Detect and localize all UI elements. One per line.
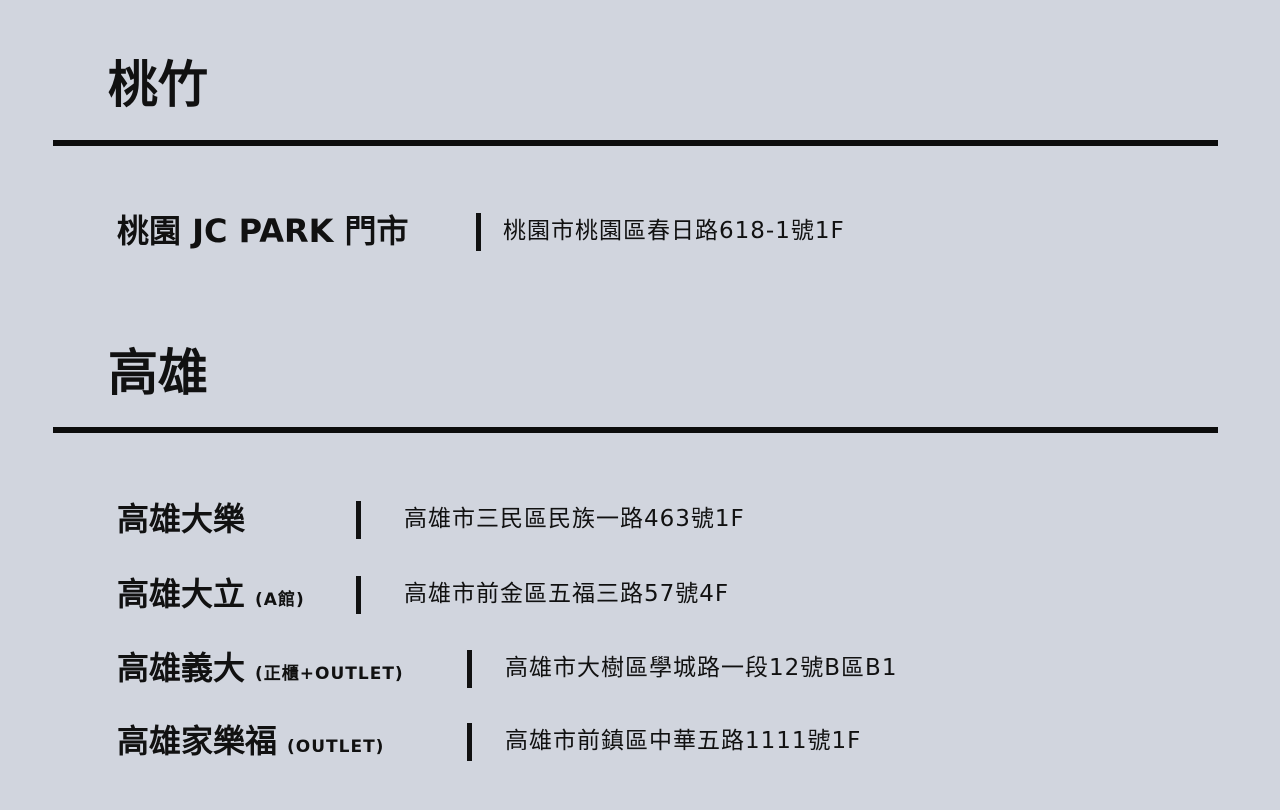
store-address: 桃園市桃園區春日路618-1號1F [503, 218, 845, 244]
separator [476, 213, 481, 251]
region-title-kaohsiung: 高雄 [108, 344, 208, 402]
store-note: (A館) [255, 590, 305, 610]
store-address: 高雄市大樹區學城路一段12號B區B1 [505, 655, 898, 681]
store-row: 高雄大立 (A館) 高雄市前金區五福三路57號4F [0, 572, 1280, 616]
store-name: 高雄大樂 [117, 500, 246, 538]
store-name: 高雄義大 [117, 649, 246, 687]
store-row: 高雄義大 (正櫃+OUTLET) 高雄市大樹區學城路一段12號B區B1 [0, 646, 1280, 690]
region-title-taozhu: 桃竹 [108, 56, 208, 114]
store-address: 高雄市三民區民族一路463號1F [404, 506, 745, 532]
separator [356, 501, 361, 539]
store-note: (OUTLET) [287, 737, 385, 757]
divider [53, 140, 1218, 146]
store-address: 高雄市前金區五福三路57號4F [404, 581, 730, 607]
separator [467, 723, 472, 761]
store-name: 高雄家樂福 [117, 722, 278, 760]
store-name: 高雄大立 [117, 575, 246, 613]
separator [467, 650, 472, 688]
store-row: 高雄大樂 高雄市三民區民族一路463號1F [0, 497, 1280, 541]
store-address: 高雄市前鎮區中華五路1111號1F [505, 728, 862, 754]
store-row: 桃園 JC PARK 門市 桃園市桃園區春日路618-1號1F [0, 209, 1280, 253]
separator [356, 576, 361, 614]
store-note: (正櫃+OUTLET) [255, 664, 404, 684]
store-row: 高雄家樂福 (OUTLET) 高雄市前鎮區中華五路1111號1F [0, 719, 1280, 763]
divider [53, 427, 1218, 433]
store-name: 桃園 JC PARK 門市 [117, 212, 409, 250]
